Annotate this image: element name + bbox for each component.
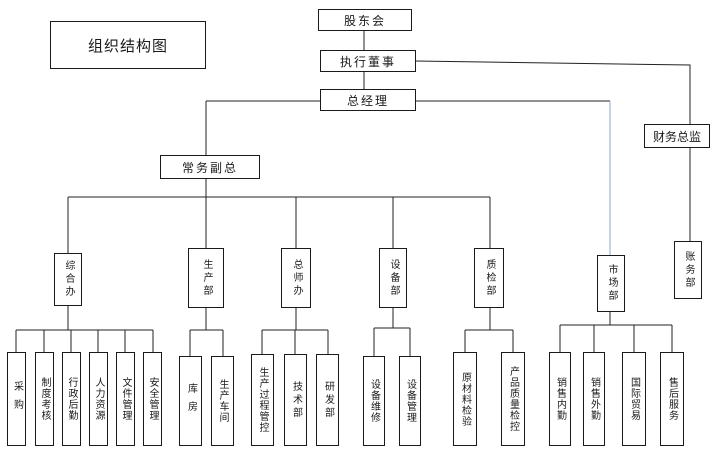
node-market: 市场部 — [597, 255, 625, 312]
node-maintenance: 设备维修 — [363, 356, 385, 446]
node-logistics: 行政后勤 — [62, 352, 81, 446]
node-finance-director: 财务总监 — [644, 124, 710, 148]
node-executive-director: 执行董事 — [320, 50, 416, 72]
node-workshop: 生产车间 — [211, 356, 234, 446]
node-process-control: 生产过程管控 — [251, 354, 274, 446]
node-equipment-mgmt: 设备管理 — [399, 356, 421, 446]
node-equipment: 设备部 — [379, 248, 407, 308]
node-procurement: 采购 — [7, 352, 26, 446]
node-hr: 人力资源 — [89, 352, 108, 446]
node-production: 生产部 — [188, 248, 224, 308]
node-documents: 文件管理 — [116, 352, 135, 446]
node-general-manager: 总经理 — [320, 89, 416, 111]
node-accounts: 账务部 — [674, 241, 702, 299]
node-technical: 技术部 — [284, 354, 307, 446]
node-shareholders: 股东会 — [318, 9, 412, 31]
node-product-quality: 产品质量检控 — [501, 352, 525, 446]
node-executive-vp: 常务副总 — [160, 155, 260, 179]
node-rnd: 研发部 — [316, 354, 339, 446]
node-warehouse: 库房 — [179, 356, 202, 446]
node-intl-trade: 国际贸易 — [622, 352, 646, 446]
diagram-title: 组织结构图 — [50, 21, 206, 69]
node-appraisal: 制度考核 — [35, 352, 54, 446]
node-safety: 安全管理 — [143, 352, 162, 446]
node-admin-office: 综合办 — [54, 253, 82, 306]
node-material-inspection: 原材料检验 — [453, 352, 477, 446]
node-domestic-sales: 销售内勤 — [549, 352, 571, 446]
node-field-sales: 销售外勤 — [583, 352, 605, 446]
node-chief-engineer: 总师办 — [281, 248, 311, 308]
node-quality: 质检部 — [474, 248, 504, 308]
line-director-finance — [415, 60, 691, 124]
node-after-sales: 售后服务 — [660, 352, 684, 446]
